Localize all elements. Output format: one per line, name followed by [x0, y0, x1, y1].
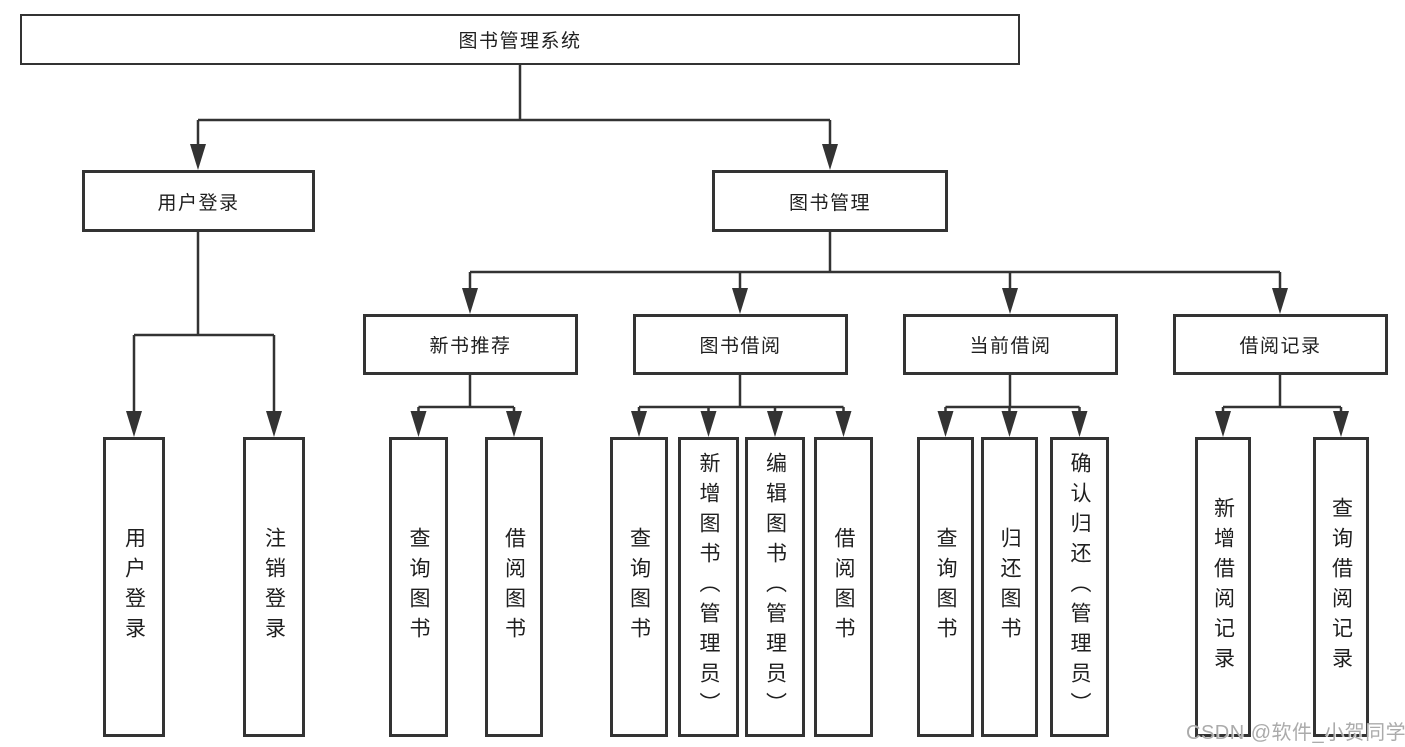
- node-label: 新书推荐: [429, 336, 512, 357]
- arrowhead: [1333, 411, 1349, 437]
- node-current-borrowing: 当前借阅: [903, 314, 1118, 375]
- connector: [468, 232, 1282, 290]
- leaf-borrow-books-recommend: 借阅图书: [485, 437, 543, 737]
- node-label: 归还图书: [998, 527, 1021, 647]
- watermark: CSDN @软件_小贺同学: [1186, 722, 1405, 744]
- leaf-confirm-return-admin: 确认归还（管理员）: [1050, 437, 1109, 737]
- node-label: 当前借阅: [969, 336, 1052, 357]
- node-library-system: 图书管理系统: [20, 14, 1020, 65]
- node-label: 查询图书: [627, 527, 651, 647]
- leaf-return-books: 归还图书: [981, 437, 1038, 737]
- node-borrowing-records: 借阅记录: [1173, 314, 1388, 375]
- node-label: 注销登录: [262, 527, 286, 647]
- arrowhead: [1002, 288, 1018, 314]
- leaf-query-books-recommend: 查询图书: [389, 437, 448, 737]
- connector: [944, 375, 1081, 414]
- node-label: 图书管理: [788, 192, 871, 214]
- connector: [1221, 375, 1343, 414]
- node-label: 用户登录: [122, 527, 146, 647]
- node-label: 新增借阅记录: [1211, 497, 1235, 677]
- leaf-query-books-borrowing: 查询图书: [610, 437, 668, 737]
- node-label: 用户登录: [157, 192, 240, 214]
- connector: [637, 375, 845, 414]
- node-new-book-recommend: 新书推荐: [363, 314, 578, 375]
- node-label: 图书管理系统: [458, 31, 582, 52]
- node-book-management: 图书管理: [712, 170, 948, 232]
- arrowhead: [190, 144, 206, 170]
- node-label: 确认归还（管理员）: [1068, 452, 1091, 722]
- arrowhead: [767, 411, 783, 437]
- node-label: 查询借阅记录: [1329, 497, 1353, 677]
- arrowhead: [835, 411, 852, 437]
- arrowhead: [506, 411, 522, 437]
- arrowhead: [1272, 288, 1288, 314]
- leaf-edit-books-admin: 编辑图书（管理员）: [745, 437, 805, 737]
- arrowhead: [126, 411, 142, 437]
- arrowhead: [410, 411, 427, 437]
- connector: [132, 232, 276, 413]
- node-user-login: 用户登录: [82, 170, 315, 232]
- node-label: 编辑图书（管理员）: [763, 452, 787, 722]
- node-label: 新增图书（管理员）: [697, 452, 720, 722]
- arrowhead: [1071, 411, 1088, 437]
- arrowhead: [462, 288, 478, 314]
- node-label: 借阅图书: [832, 527, 855, 647]
- leaf-add-books-admin: 新增图书（管理员）: [678, 437, 739, 737]
- node-label: 查询图书: [407, 527, 430, 647]
- arrowhead: [732, 288, 748, 314]
- arrowhead: [937, 411, 954, 437]
- node-book-borrowing: 图书借阅: [633, 314, 848, 375]
- node-label: 借阅图书: [502, 527, 526, 647]
- leaf-logout: 注销登录: [243, 437, 305, 737]
- arrowhead: [266, 411, 282, 437]
- connector: [417, 375, 516, 414]
- arrowhead: [631, 411, 647, 437]
- leaf-add-borrow-record: 新增借阅记录: [1195, 437, 1251, 737]
- node-label: 查询图书: [934, 527, 957, 647]
- connector: [196, 65, 832, 146]
- arrowhead: [822, 144, 838, 170]
- arrowhead: [700, 411, 717, 437]
- leaf-user-login: 用户登录: [103, 437, 165, 737]
- leaf-query-borrow-record: 查询借阅记录: [1313, 437, 1369, 737]
- arrowhead: [1215, 411, 1231, 437]
- arrowhead: [1001, 411, 1018, 437]
- leaf-query-books-current: 查询图书: [917, 437, 974, 737]
- node-label: 借阅记录: [1239, 336, 1322, 357]
- node-label: 图书借阅: [699, 336, 782, 357]
- leaf-borrow-books-borrowing: 借阅图书: [814, 437, 873, 737]
